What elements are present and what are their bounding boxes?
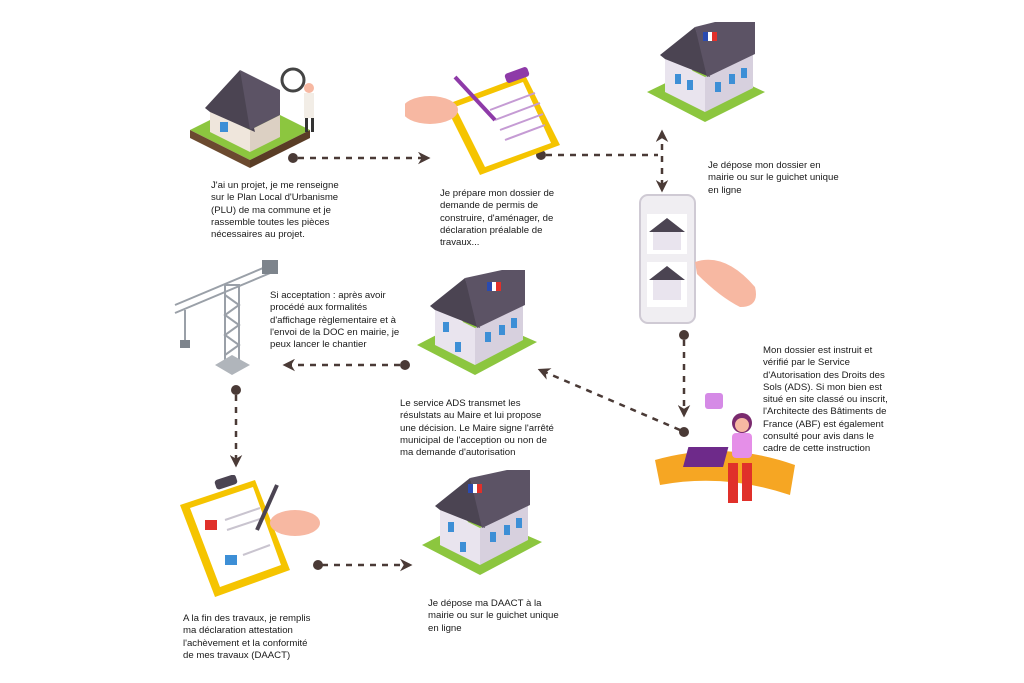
clipboard-daact-illustration xyxy=(180,475,320,597)
step-3-text: Je dépose mon dossier en mairie ou sur l… xyxy=(708,160,839,196)
laptop-icon xyxy=(683,447,729,467)
step-5-text: Le service ADS transmet les résulstats a… xyxy=(400,398,554,459)
woman-laptop-illustration xyxy=(655,393,795,503)
pen-icon xyxy=(453,75,497,122)
pen-icon xyxy=(255,484,279,531)
town-hall-illustration-3 xyxy=(422,470,542,575)
town-hall-illustration xyxy=(647,22,765,122)
step-7-text: A la fin des travaux, je remplis ma décl… xyxy=(183,613,311,661)
step-1-text: J'ai un projet, je me renseigne sur le P… xyxy=(211,180,339,241)
step-2-text: Je prépare mon dossier de demande de per… xyxy=(440,188,555,249)
hand-icon xyxy=(695,259,756,307)
step-6-text: Si acceptation : après avoir procédé aux… xyxy=(270,290,400,351)
town-hall-illustration-2 xyxy=(417,270,537,375)
crane-illustration xyxy=(174,260,278,375)
house-search-illustration xyxy=(190,67,314,168)
arrow-4-to-5 xyxy=(537,368,681,432)
chat-bubble-icon xyxy=(705,393,723,409)
phone-illustration xyxy=(639,194,756,324)
magnifier-icon xyxy=(280,67,306,93)
step-8-text: Je dépose ma DAACT à la mairie ou sur le… xyxy=(428,598,559,634)
clipboard-illustration xyxy=(405,67,560,175)
step-4-text: Mon dossier est instruit et vérifié par … xyxy=(763,345,888,455)
